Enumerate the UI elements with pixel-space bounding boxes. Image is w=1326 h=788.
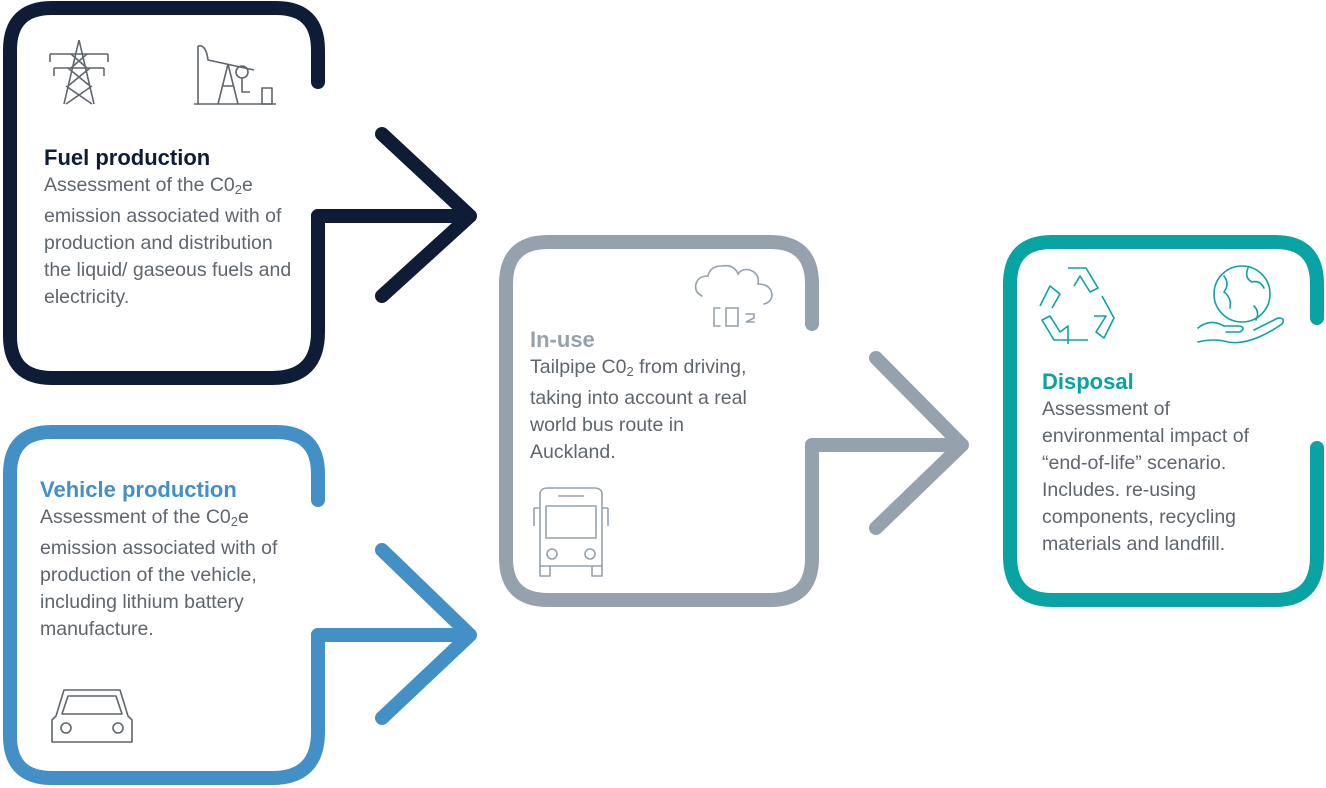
in-use-text: In-use Tailpipe C02 from driving, taking… xyxy=(530,326,750,466)
co2-cloud-icon xyxy=(694,264,773,327)
vehicle-production-title: Vehicle production xyxy=(40,477,237,502)
fuel-production-frame xyxy=(3,1,325,385)
car-icon xyxy=(51,689,133,743)
vehicle-production-arrow xyxy=(311,543,477,725)
power-pylon-icon xyxy=(49,39,109,105)
in-use-title: In-use xyxy=(530,327,595,352)
bus-icon xyxy=(533,487,609,577)
in-use-description: Tailpipe C02 from driving, taking into a… xyxy=(530,356,747,463)
disposal-description: Assessment of environmental impact of “e… xyxy=(1042,398,1250,555)
in-use-frame xyxy=(499,235,819,607)
disposal-text: Disposal Assessment of environmental imp… xyxy=(1042,368,1292,558)
vehicle-production-frame xyxy=(3,425,325,785)
globe-in-hand-icon xyxy=(1197,265,1285,344)
disposal-frame xyxy=(1003,235,1324,607)
vehicle-production-text: Vehicle production Assessment of the C02… xyxy=(40,476,300,643)
fuel-production-title: Fuel production xyxy=(44,145,211,170)
disposal-title: Disposal xyxy=(1042,369,1134,394)
oil-pump-jack-icon xyxy=(194,44,276,105)
fuel-production-arrow xyxy=(311,127,477,303)
recycle-icon xyxy=(1039,267,1115,344)
in-use-arrow xyxy=(805,351,969,535)
